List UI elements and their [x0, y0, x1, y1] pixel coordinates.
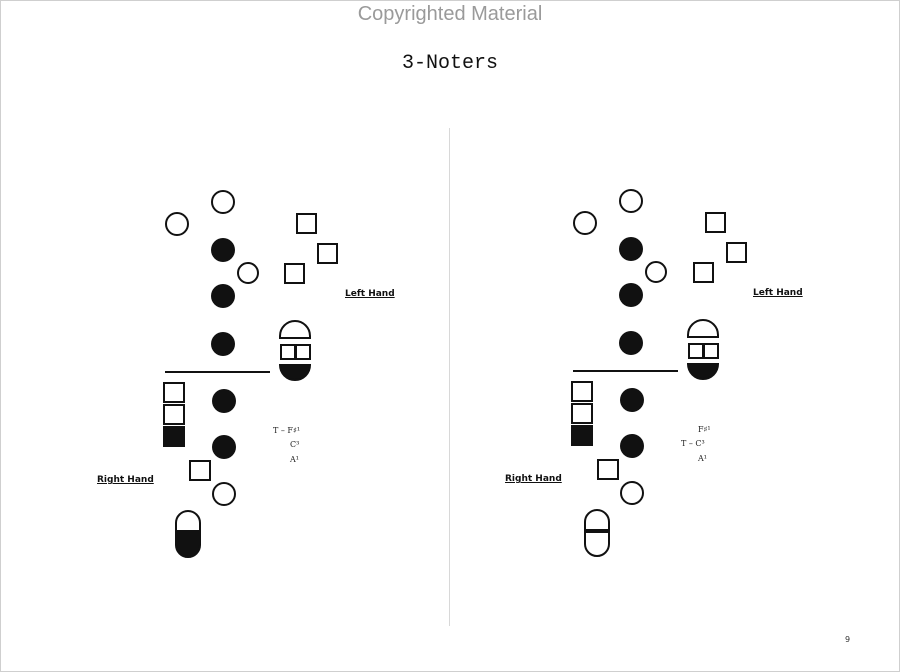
- note-line-3: A¹: [698, 454, 707, 463]
- key-closed-circle: [619, 283, 643, 307]
- left-hand-label: Left Hand: [345, 289, 395, 299]
- key-open-square: [597, 459, 619, 480]
- key-open-circle: [165, 212, 189, 236]
- key-closed-circle: [211, 284, 235, 308]
- key-open-circle: [573, 211, 597, 235]
- key-filled-square: [571, 425, 593, 446]
- key-open-square: [571, 403, 593, 424]
- key-open-circle: [237, 262, 259, 284]
- left-hand-label: Left Hand: [753, 288, 803, 298]
- key-closed-circle: [211, 332, 235, 356]
- key-closed-circle: [212, 435, 236, 459]
- key-open-square: [163, 404, 185, 425]
- key-open-square: [705, 212, 726, 233]
- key-closed-circle: [212, 389, 236, 413]
- key-open-square: [317, 243, 338, 264]
- copyright-watermark: Copyrighted Material: [357, 3, 543, 25]
- key-closed-circle: [211, 238, 235, 262]
- key-open-square: [189, 460, 211, 481]
- key-closed-circle: [619, 331, 643, 355]
- key-half-top: [279, 320, 311, 339]
- key-open-square: [693, 262, 714, 283]
- key-closed-circle: [619, 237, 643, 261]
- key-open-circle: [645, 261, 667, 283]
- key-open-circle: [619, 189, 643, 213]
- key-half-top: [687, 319, 719, 338]
- key-half-bottom: [584, 531, 610, 557]
- key-half-bottom: [278, 364, 312, 381]
- key-half-top: [175, 510, 201, 532]
- key-small-square: [703, 343, 719, 359]
- page-number: 9: [845, 635, 851, 644]
- page-title: 3-Noters: [401, 52, 498, 75]
- key-small-square: [295, 344, 311, 360]
- key-open-square: [296, 213, 317, 234]
- key-filled-square: [163, 426, 185, 447]
- column-divider: [449, 128, 450, 626]
- key-open-circle: [211, 190, 235, 214]
- right-hand-label: Right Hand: [505, 474, 562, 484]
- key-open-circle: [212, 482, 236, 506]
- key-open-square: [163, 382, 185, 403]
- note-line-2: C³: [290, 440, 300, 449]
- key-half-bottom: [175, 532, 201, 558]
- key-open-circle: [620, 481, 644, 505]
- key-open-square: [571, 381, 593, 402]
- note-line-3: A¹: [290, 455, 299, 464]
- key-open-square: [726, 242, 747, 263]
- note-line-2: T – C³: [681, 439, 705, 448]
- key-half-bottom: [686, 363, 720, 380]
- note-line-1: T – F♯¹: [273, 426, 301, 435]
- right-hand-label: Right Hand: [97, 475, 154, 485]
- key-closed-circle: [620, 388, 644, 412]
- key-half-top: [584, 509, 610, 531]
- key-closed-circle: [620, 434, 644, 458]
- key-open-square: [284, 263, 305, 284]
- key-small-square: [688, 343, 704, 359]
- note-line-1: F♯¹: [698, 425, 711, 434]
